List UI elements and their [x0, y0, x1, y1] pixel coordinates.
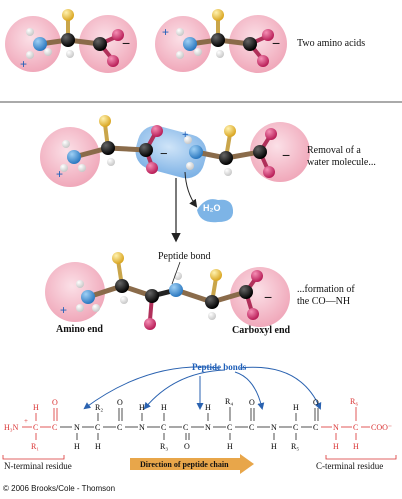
svg-text:+: +: [162, 25, 169, 39]
c-terminal-group: COO⁻: [371, 423, 392, 432]
svg-text:+: +: [60, 303, 67, 317]
n-terminal-group: H₃N: [4, 423, 19, 432]
svg-text:H: H: [293, 403, 299, 412]
svg-text:R₄: R₄: [225, 397, 233, 406]
svg-text:H: H: [333, 442, 339, 451]
carboxyl-sphere: [79, 15, 137, 73]
svg-text:C: C: [313, 423, 318, 432]
peptide-bonds-arrows: [83, 366, 322, 410]
removal-label-line2: water molecule...: [307, 156, 376, 168]
svg-text:C: C: [117, 423, 122, 432]
svg-text:R₂: R₂: [95, 403, 103, 412]
svg-text:−: −: [122, 35, 130, 51]
direction-label: Direction of peptide chain: [140, 460, 229, 469]
copyright-text: © 2006 Brooks/Cole - Thomson: [3, 484, 116, 493]
svg-text:H: H: [161, 403, 167, 412]
peptide-bond-label: Peptide bond: [158, 251, 211, 262]
svg-text:H: H: [33, 403, 39, 412]
svg-text:N: N: [333, 423, 339, 432]
svg-text:−: −: [282, 147, 290, 163]
svg-text:C: C: [52, 423, 57, 432]
two-amino-acids-label: Two amino acids: [297, 38, 366, 49]
svg-text:N: N: [205, 423, 211, 432]
svg-text:+: +: [56, 167, 63, 181]
c-terminal-label: C-terminal residue: [316, 461, 384, 471]
svg-text:−: −: [160, 146, 168, 161]
svg-text:N: N: [74, 423, 80, 432]
direction-arrow: [130, 454, 254, 474]
amino-acid-1: + −: [5, 9, 137, 73]
amino-acid-2: + −: [155, 9, 287, 73]
nitrogen-atom: [33, 37, 47, 51]
svg-text:C: C: [183, 423, 188, 432]
water-label: H₂O: [203, 203, 221, 213]
n-terminal-bracket: [2, 455, 65, 460]
svg-text:C: C: [293, 423, 298, 432]
n-terminal-label: N-terminal residue: [4, 461, 72, 471]
svg-text:C: C: [33, 423, 38, 432]
svg-text:C: C: [161, 423, 166, 432]
svg-text:O: O: [313, 398, 319, 407]
svg-text:O: O: [184, 442, 190, 451]
svg-text:N: N: [271, 423, 277, 432]
svg-text:R₃: R₃: [160, 442, 168, 451]
peptide-bonds-label: Peptide bonds: [192, 362, 247, 372]
svg-text:H: H: [139, 403, 145, 412]
svg-text:−: −: [272, 35, 280, 51]
svg-text:R₅: R₅: [291, 442, 299, 451]
svg-text:+: +: [24, 417, 28, 425]
svg-text:N: N: [139, 423, 145, 432]
svg-text:−: −: [264, 289, 272, 305]
removal-label-line1: Removal of a: [307, 145, 361, 156]
svg-text:C: C: [353, 423, 358, 432]
svg-text:O: O: [249, 398, 255, 407]
svg-text:H: H: [74, 442, 80, 451]
svg-text:H: H: [205, 403, 211, 412]
r-group: [62, 9, 74, 21]
svg-text:H: H: [353, 442, 359, 451]
removal-label: Removal of a water molecule...: [307, 145, 376, 168]
svg-text:+: +: [20, 57, 27, 71]
water-release-arrow: [184, 171, 198, 208]
svg-text:H: H: [227, 442, 233, 451]
svg-text:O: O: [117, 398, 123, 407]
svg-text:R₆: R₆: [350, 397, 358, 406]
formation-label-line2: the CO—NH: [297, 295, 351, 307]
svg-text:C: C: [95, 423, 100, 432]
formation-label: ...formation of the CO—NH: [297, 284, 355, 307]
svg-text:H: H: [95, 442, 101, 451]
water-droplet: [197, 199, 234, 223]
dipeptide-molecule: + −: [45, 252, 290, 330]
condensation-molecule: + − − +: [40, 115, 310, 187]
svg-text:O: O: [52, 398, 58, 407]
peptide-chain-formula: + H₃N C H R₁ C O NH CR₂ H CO NH CH R₃ CO…: [4, 397, 392, 451]
carboxyl-end-label: Carboxyl end: [232, 325, 291, 336]
svg-text:R₁: R₁: [31, 442, 39, 451]
c-terminal-bracket: [325, 455, 397, 460]
svg-text:C: C: [249, 423, 254, 432]
formation-label-line1: ...formation of: [297, 284, 355, 295]
svg-text:H: H: [271, 442, 277, 451]
svg-text:C: C: [227, 423, 232, 432]
alpha-carbon: [61, 33, 75, 47]
svg-text:+: +: [182, 129, 188, 141]
peptide-bond-pointer: [171, 261, 181, 285]
amino-end-label: Amino end: [56, 324, 103, 335]
